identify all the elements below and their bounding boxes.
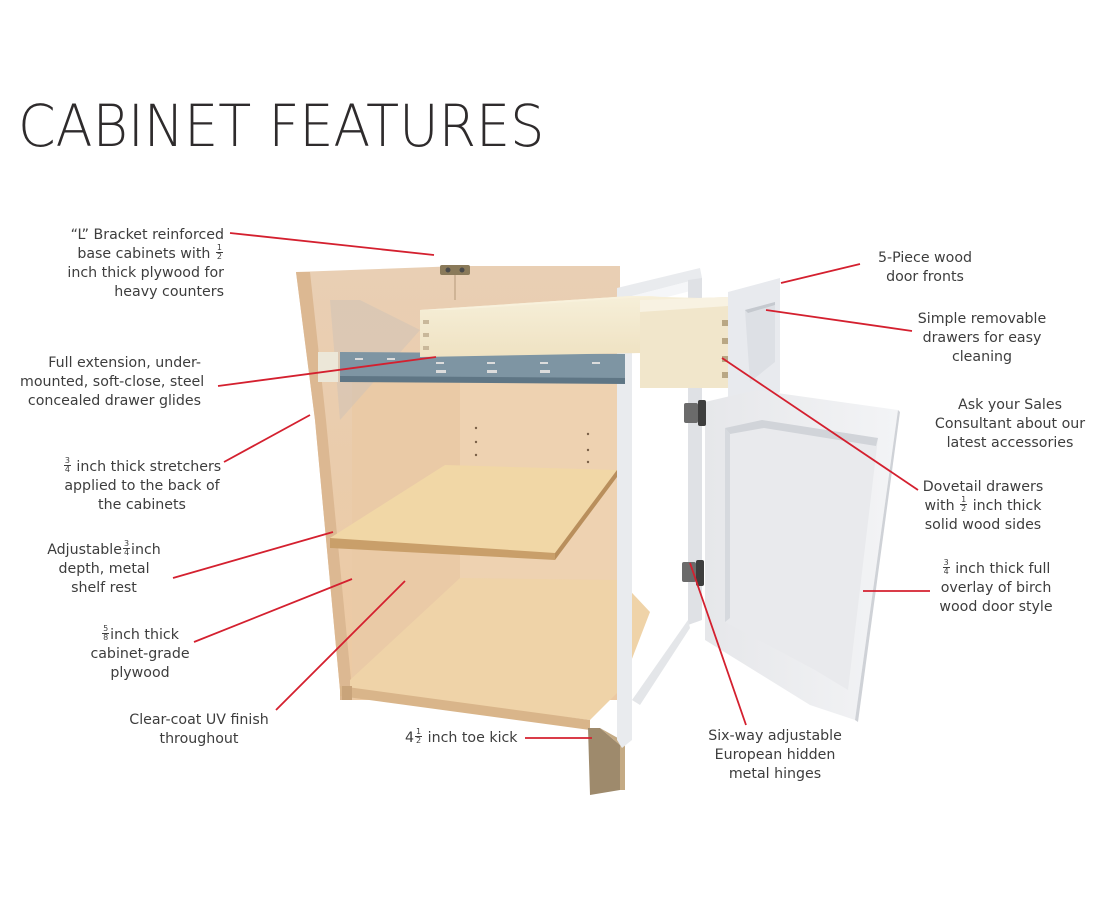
callout-uv-finish: Clear-coat UV finish throughout xyxy=(124,711,274,749)
page-title: CABINET FEATURES xyxy=(18,92,545,160)
l-bracket-hardware xyxy=(440,265,470,300)
callout-line: Ask your Sales xyxy=(958,397,1062,413)
callout-drawer-glides: Full extension, under-mounted, soft-clos… xyxy=(20,354,205,411)
callout-line: depth, metal xyxy=(58,561,150,577)
adjustable-shelf xyxy=(330,465,617,560)
cabinet-door xyxy=(705,390,900,722)
callout-line: mounted, soft-close, steel xyxy=(20,374,205,390)
callout-line: Simple removable xyxy=(917,311,1047,327)
drawer-box xyxy=(420,296,728,388)
callout-line: “L” Bracket reinforced xyxy=(70,227,224,243)
callout-line: latest accessories xyxy=(946,435,1074,451)
callout-line: cleaning xyxy=(951,349,1013,365)
callout-line: European hidden xyxy=(714,747,836,763)
callout-line: Clear-coat UV finish xyxy=(129,712,269,728)
callout-line: throughout xyxy=(159,731,239,747)
callout-line: shelf rest xyxy=(71,580,137,596)
callout-removable-drawers: Simple removable drawers for easy cleaning xyxy=(912,310,1052,367)
callout-line: solid wood sides xyxy=(924,517,1042,533)
callout-line: Consultant about our xyxy=(934,416,1086,432)
callout-line: inch thick plywood for xyxy=(67,265,224,281)
callout-line: Six-way adjustable xyxy=(708,728,842,744)
drawer-glide xyxy=(318,352,625,384)
callout-line: cabinet-grade xyxy=(90,646,190,662)
callout-door-fronts: 5-Piece wood door fronts xyxy=(870,249,980,287)
callout-line: 5-Piece wood xyxy=(877,250,973,266)
callout-line: concealed drawer glides xyxy=(27,393,201,409)
callout-line: Dovetail drawers xyxy=(922,479,1044,495)
callout-line: Full extension, under- xyxy=(48,355,201,371)
callout-line: wood door style xyxy=(939,599,1053,615)
callout-line: door fronts xyxy=(886,269,964,285)
callout-line: applied to the back of xyxy=(64,478,220,494)
callout-line: plywood xyxy=(110,665,170,681)
callout-line: metal hinges xyxy=(728,766,822,782)
callout-line: the cabinets xyxy=(98,497,186,513)
callout-line: drawers for easy xyxy=(922,330,1042,346)
callout-line: heavy counters xyxy=(114,284,224,300)
callout-line: overlay of birch xyxy=(940,580,1052,596)
